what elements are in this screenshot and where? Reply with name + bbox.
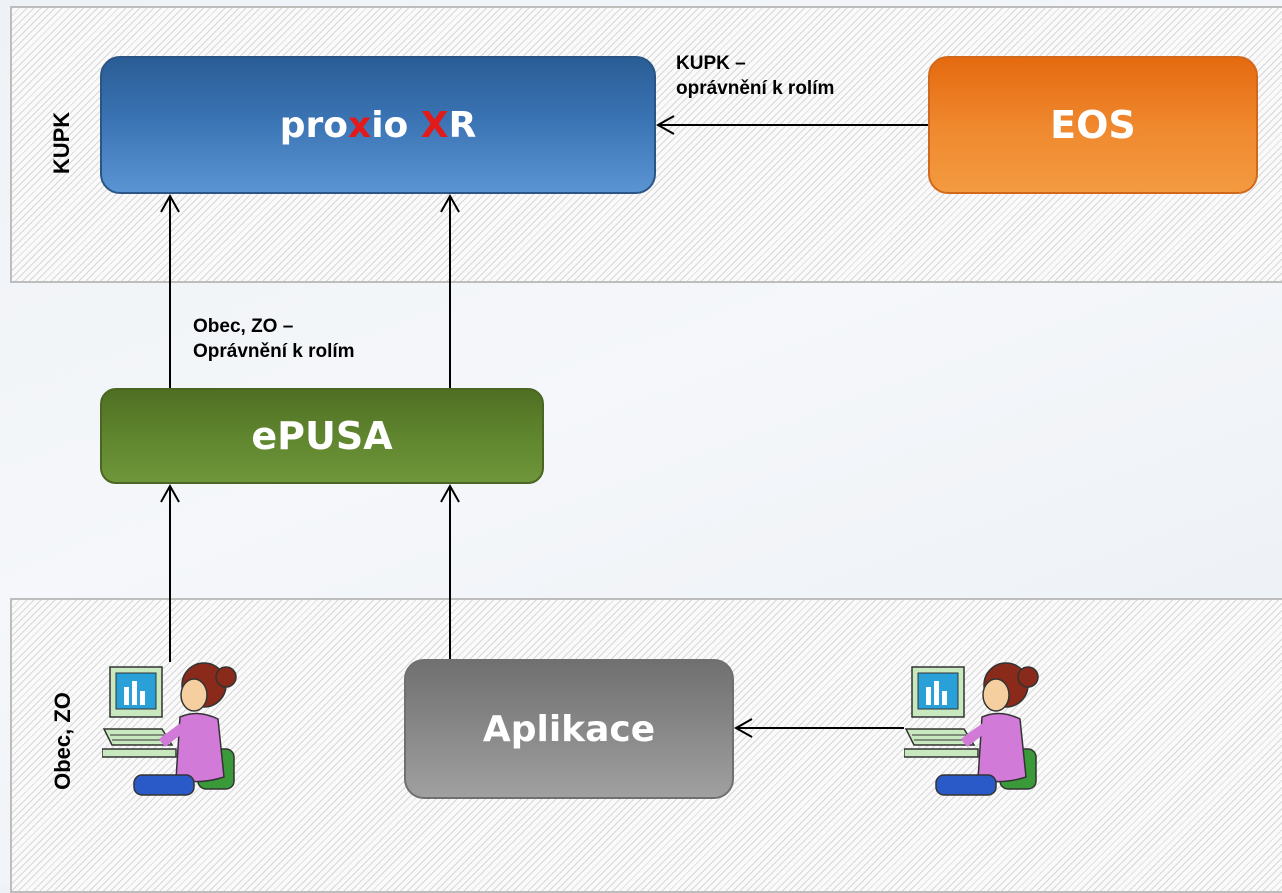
obec-rights-line1: Obec, ZO – bbox=[193, 316, 294, 337]
obec-rights-line2: Oprávnění k rolím bbox=[193, 341, 355, 362]
proxio-prefix: pro bbox=[279, 104, 348, 146]
proxio-suffix: R bbox=[448, 104, 477, 146]
user-at-computer-icon bbox=[102, 662, 237, 796]
arrowhead-user2-to-aplikace bbox=[733, 718, 753, 738]
aplikace-box: Aplikace bbox=[404, 659, 734, 799]
obec-rights-label: Obec, ZO – Oprávnění k rolím bbox=[193, 314, 355, 364]
epusa-box: ePUSA bbox=[100, 388, 544, 484]
eos-box: EOS bbox=[928, 56, 1258, 194]
kupk-rights-line1: KUPK – bbox=[676, 53, 746, 74]
arrowhead-user-to-epusa bbox=[160, 483, 180, 503]
user-at-computer-icon bbox=[904, 662, 1039, 796]
arrowhead-epusa-to-proxio-left bbox=[160, 193, 180, 213]
arrowhead-aplikace-to-epusa bbox=[440, 483, 460, 503]
arrowhead-eos-to-proxio bbox=[655, 115, 675, 135]
proxio-x-accent: x bbox=[347, 104, 372, 146]
kupk-rights-line2: oprávnění k rolím bbox=[676, 78, 835, 99]
arrowhead-epusa-to-proxio-right bbox=[440, 193, 460, 213]
proxio-big-x-accent: X bbox=[420, 104, 449, 146]
kupk-rights-label: KUPK – oprávnění k rolím bbox=[676, 51, 834, 101]
proxio-mid: io bbox=[371, 104, 421, 146]
